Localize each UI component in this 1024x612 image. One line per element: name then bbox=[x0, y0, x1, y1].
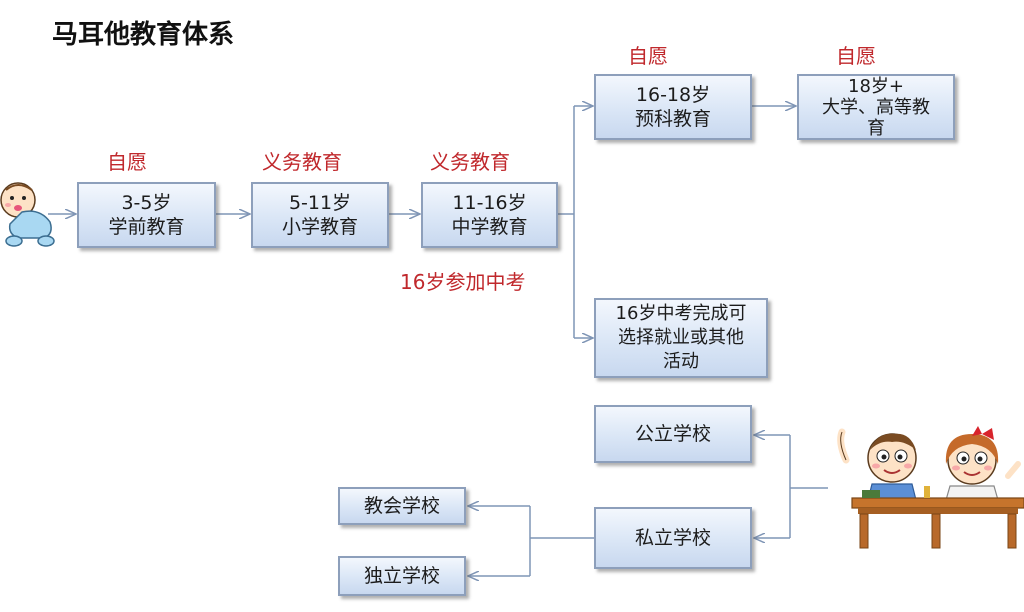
secondary-age: 11-16岁 bbox=[452, 192, 527, 214]
after-exam-box: 16岁中考完成可 选择就业或其他 活动 bbox=[594, 298, 768, 378]
independent-school-box: 独立学校 bbox=[338, 556, 466, 596]
sixth-form-type-label: 自愿 bbox=[628, 44, 668, 68]
preschool-type-label: 自愿 bbox=[107, 150, 147, 174]
sixth-form-box: 16-18岁 预科教育 bbox=[594, 74, 752, 140]
diagram-title: 马耳他教育体系 bbox=[52, 20, 235, 50]
university-box: 18岁+ 大学、高等教 育 bbox=[797, 74, 955, 140]
secondary-type-label: 义务教育 bbox=[430, 150, 510, 174]
primary-type-label: 义务教育 bbox=[262, 150, 342, 174]
secondary-name: 中学教育 bbox=[451, 216, 528, 238]
after-exam-line1: 16岁中考完成可 bbox=[615, 303, 747, 324]
preschool-box: 3-5岁 学前教育 bbox=[77, 182, 216, 248]
after-exam-line2: 选择就业或其他 bbox=[618, 327, 744, 348]
private-school-label: 私立学校 bbox=[634, 527, 711, 549]
primary-box: 5-11岁 小学教育 bbox=[251, 182, 389, 248]
independent-school-label: 独立学校 bbox=[363, 565, 440, 587]
university-name-wrap: 育 bbox=[867, 117, 885, 139]
students-at-desk-icon bbox=[837, 426, 1024, 549]
public-school-label: 公立学校 bbox=[634, 423, 711, 445]
exam-note-label: 16岁参加中考 bbox=[400, 270, 526, 294]
church-school-box: 教会学校 bbox=[338, 487, 466, 525]
secondary-box: 11-16岁 中学教育 bbox=[421, 182, 558, 248]
preschool-age: 3-5岁 bbox=[121, 192, 172, 214]
private-school-box: 私立学校 bbox=[594, 507, 752, 569]
public-school-box: 公立学校 bbox=[594, 405, 752, 463]
sixth-form-name: 预科教育 bbox=[634, 108, 711, 130]
university-type-label: 自愿 bbox=[836, 44, 876, 68]
after-exam-line3: 活动 bbox=[663, 351, 699, 372]
university-name: 大学、高等教 bbox=[822, 96, 930, 118]
university-age: 18岁+ bbox=[848, 75, 904, 97]
preschool-name: 学前教育 bbox=[108, 216, 185, 238]
sixth-form-age: 16-18岁 bbox=[635, 84, 711, 106]
primary-name: 小学教育 bbox=[281, 216, 358, 238]
baby-icon bbox=[0, 182, 55, 247]
primary-age: 5-11岁 bbox=[288, 192, 352, 214]
church-school-label: 教会学校 bbox=[363, 495, 440, 517]
